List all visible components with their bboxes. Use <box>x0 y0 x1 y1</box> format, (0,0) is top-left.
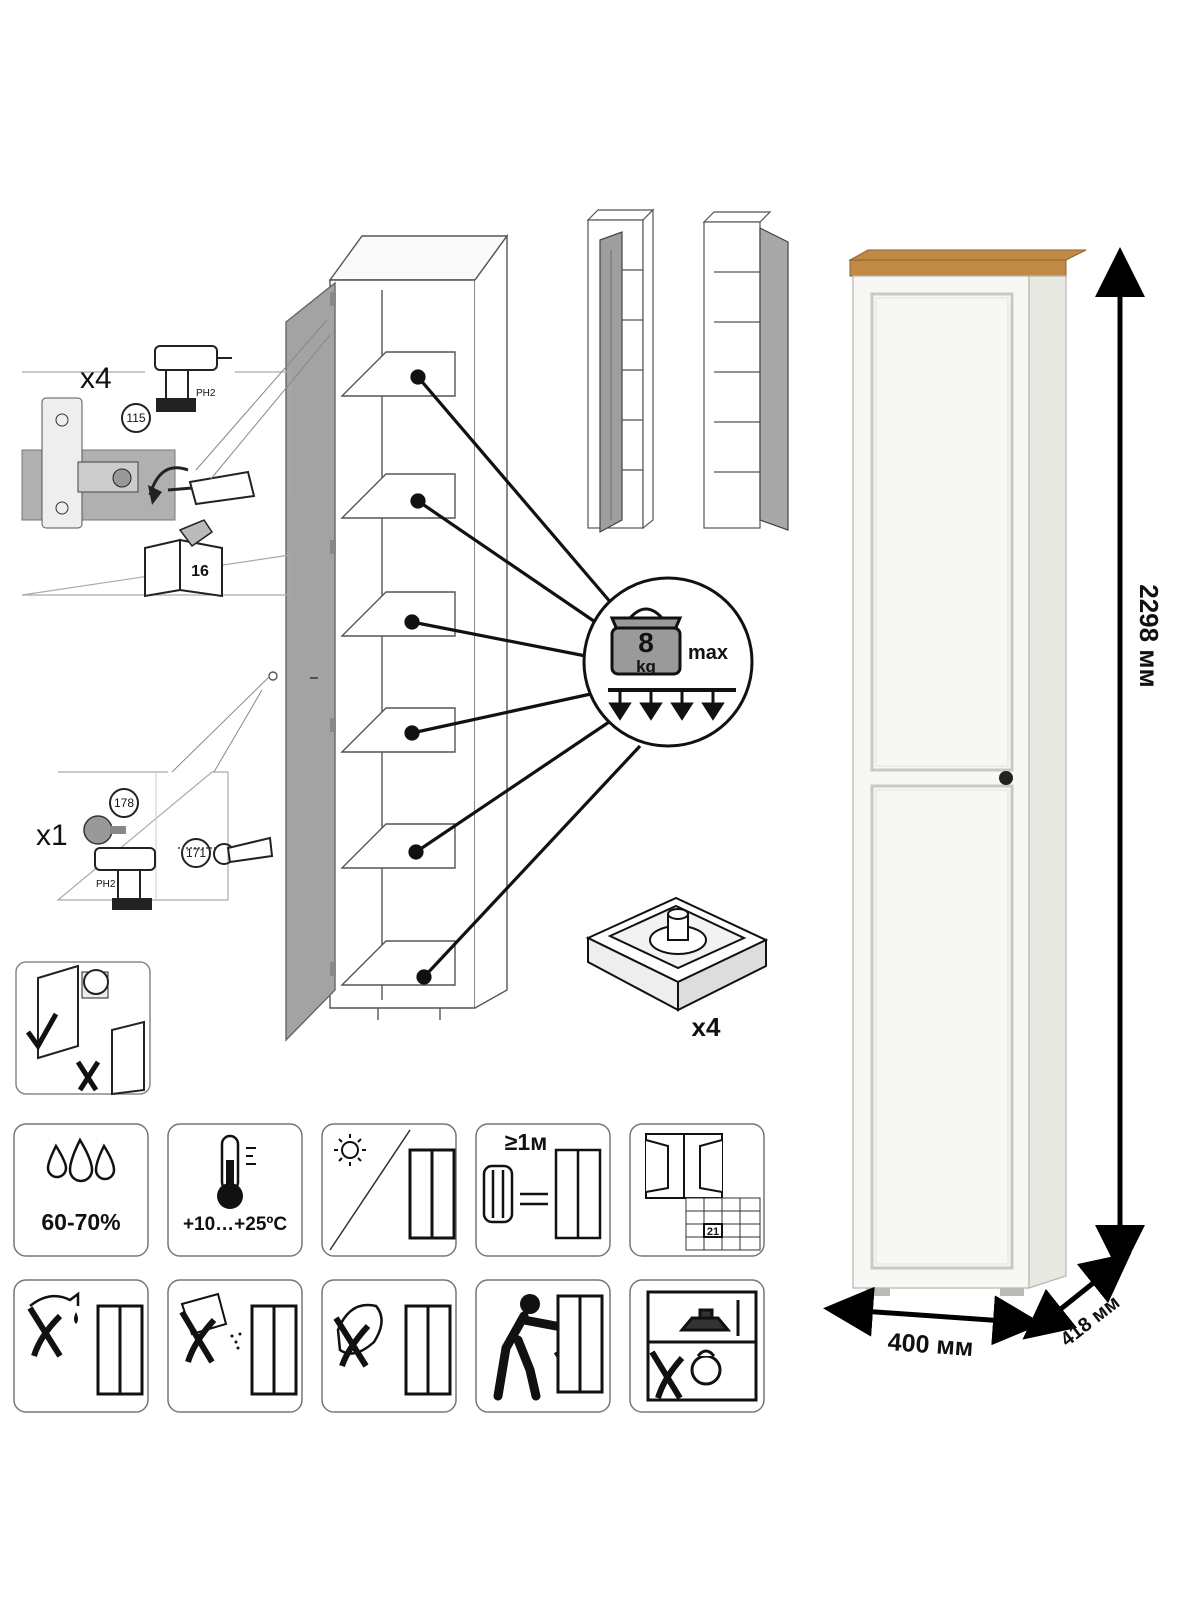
temperature-range: +10…+25ºC <box>183 1214 287 1235</box>
care-tile-no-abrasive <box>321 1279 457 1413</box>
no-spray-icon <box>179 1292 242 1364</box>
knob-icon <box>83 815 126 845</box>
finished-wardrobe <box>848 249 1087 1296</box>
heater-distance-icon <box>482 1148 602 1240</box>
hinge-assembly-inset: x4 PH2 115 16 <box>21 319 331 598</box>
wardrobe-icon <box>408 1148 456 1240</box>
care-tile-humidity: 60-70% <box>13 1123 149 1257</box>
cabinet-view-closed <box>586 208 655 534</box>
exploded-cabinet <box>268 233 509 1042</box>
no-abrasive-icon <box>333 1303 383 1368</box>
cross-mark-icon <box>75 1060 101 1092</box>
check-mark-icon <box>25 1012 59 1051</box>
calendar-day: 21 <box>707 1226 719 1238</box>
knob-tool-bit: PH2 <box>96 879 116 890</box>
screwdriver-icon <box>167 470 256 506</box>
dimension-arrows <box>823 247 1145 1346</box>
screw-part-number: 171 <box>186 846 206 860</box>
wardrobe-icon <box>556 1294 604 1394</box>
width-dimension: 400 мм <box>887 1328 974 1362</box>
foot-quantity: x4 <box>692 1012 721 1042</box>
care-tile-temperature: +10…+25ºC <box>167 1123 303 1257</box>
care-tile-heater-distance: ≥1м <box>475 1123 611 1257</box>
wardrobe-icon <box>404 1304 452 1396</box>
knob-screwdriver-icon <box>178 836 274 865</box>
knob-drill-icon <box>94 847 156 910</box>
load-limit: max <box>688 642 728 664</box>
hinge-tool-bit: PH2 <box>196 388 216 399</box>
sunlight-icon <box>334 1134 366 1166</box>
load-weight: 8 <box>638 627 654 658</box>
care-tile-no-liquid <box>13 1279 149 1413</box>
calendar-icon <box>685 1197 761 1251</box>
knob-assembly-inset: x1 178 171 PH2 <box>36 675 274 910</box>
care-tile-sunlight <box>321 1123 457 1257</box>
care-tile-no-spray <box>167 1279 303 1413</box>
load-unit: kg <box>636 657 656 676</box>
cabinet-view-open <box>702 211 789 531</box>
door-fitting-check-tile <box>15 961 151 1096</box>
hinge-quantity: x4 <box>80 362 112 395</box>
adjustable-foot-icon <box>585 896 769 1012</box>
door-knob <box>999 771 1013 785</box>
care-tile-ventilation: 21 <box>629 1123 765 1257</box>
manual-book-icon <box>144 519 223 598</box>
manual-page-number: 16 <box>191 563 209 580</box>
shelf-load-badge: 8 kg max <box>582 576 754 748</box>
depth-dimension: 418 мм <box>1057 1292 1125 1352</box>
hinge-part-number: 115 <box>126 411 145 425</box>
wardrobe-icon <box>96 1304 144 1396</box>
care-tile-no-overload <box>629 1279 765 1413</box>
drill-icon <box>154 345 232 412</box>
humidity-icon <box>46 1137 116 1183</box>
ventilation-icon <box>645 1133 723 1199</box>
knob-quantity: x1 <box>36 819 68 852</box>
care-tile-no-dragging <box>475 1279 611 1413</box>
knob-part-number: 178 <box>114 796 134 810</box>
humidity-range: 60-70% <box>41 1209 120 1235</box>
shelf-load-pointers <box>404 369 642 985</box>
no-overload-icon <box>646 1290 758 1402</box>
no-liquid-icon <box>27 1291 80 1358</box>
wardrobe-icon <box>250 1304 298 1396</box>
thermometer-icon <box>217 1134 256 1209</box>
height-dimension: 2298 мм <box>1134 584 1164 688</box>
min-distance: ≥1м <box>505 1129 547 1155</box>
rotate-arrow-icon <box>148 466 189 505</box>
